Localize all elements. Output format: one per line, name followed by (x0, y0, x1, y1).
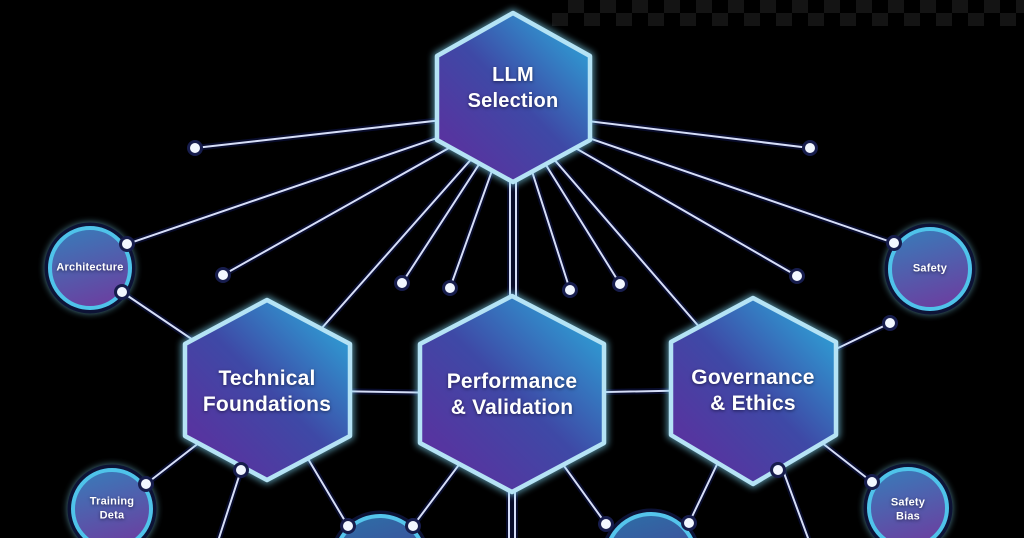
connector-dot (882, 315, 898, 331)
connector-dot (215, 267, 231, 283)
node-safety-label[interactable]: Safety (912, 262, 948, 275)
connector-dot (612, 276, 628, 292)
node-partial-circle-right[interactable] (603, 508, 699, 538)
node-technical-foundations[interactable] (181, 296, 354, 484)
node-safety-bias[interactable] (863, 463, 953, 538)
node-safety[interactable] (884, 223, 976, 315)
node-performance-validation-label[interactable]: Performance & Validation (446, 370, 578, 419)
node-partial-circle-left[interactable] (332, 510, 428, 538)
transparency-checker-artifact (552, 0, 1024, 26)
node-training-data-label[interactable]: Training Deta (89, 495, 135, 522)
node-training-data[interactable] (67, 464, 157, 538)
connector-dot (681, 515, 697, 531)
node-llm-selection-label[interactable]: LLM Selection (467, 64, 559, 112)
node-technical-foundations-label[interactable]: Technical Foundations (202, 367, 332, 416)
node-architecture[interactable] (44, 222, 136, 314)
connector-dot (114, 284, 130, 300)
node-architecture-label[interactable]: Architecture (56, 261, 124, 274)
connector-dot (405, 518, 421, 534)
connector-dots (114, 140, 902, 534)
connector-dot (138, 476, 154, 492)
connector-dot (394, 275, 410, 291)
node-safety-bias-label[interactable]: Safety Bias (890, 496, 926, 523)
connector-dot (442, 280, 458, 296)
node-governance-ethics[interactable] (667, 294, 840, 488)
connector-dot (886, 235, 902, 251)
connector-dot (562, 282, 578, 298)
connector-dot (187, 140, 203, 156)
node-llm-selection[interactable] (433, 9, 594, 186)
connector-dot (789, 268, 805, 284)
connector-dot (340, 518, 356, 534)
node-governance-ethics-label[interactable]: Governance & Ethics (691, 366, 815, 415)
connector-dot (119, 236, 135, 252)
connector-dot (802, 140, 818, 156)
connector-dot (233, 462, 249, 478)
connector-dot (598, 516, 614, 532)
node-performance-validation[interactable] (416, 292, 608, 496)
connector-dot (770, 462, 786, 478)
connector-dot (864, 474, 880, 490)
